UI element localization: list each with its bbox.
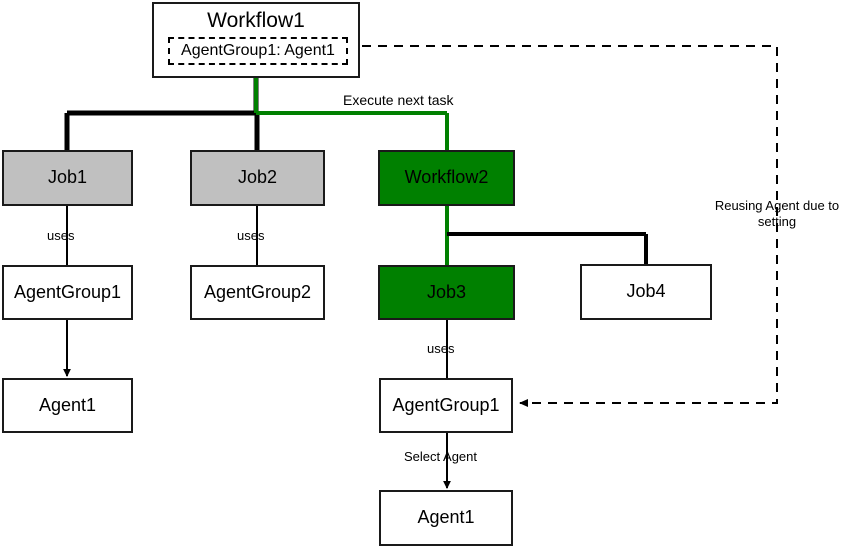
node-agentgroup1-center[interactable]: AgentGroup1 bbox=[379, 378, 513, 433]
node-job2-label: Job2 bbox=[237, 167, 278, 188]
edge-label-select-agent: Select Agent bbox=[404, 449, 477, 464]
note-reusing-agent: Reusing Agent due to setting bbox=[714, 198, 840, 230]
node-job4[interactable]: Job4 bbox=[580, 264, 712, 320]
node-agentgroup1-left-label: AgentGroup1 bbox=[13, 281, 122, 302]
edge-label-uses-job1: uses bbox=[47, 228, 75, 243]
edge-label-execute-next-task: Execute next task bbox=[343, 92, 454, 108]
node-workflow2[interactable]: Workflow2 bbox=[378, 150, 515, 206]
edge-reuse-dashed bbox=[362, 45, 778, 407]
node-job3[interactable]: Job3 bbox=[378, 265, 515, 320]
node-agent1-center[interactable]: Agent1 bbox=[379, 490, 513, 546]
node-workflow1-agent-binding: AgentGroup1: Agent1 bbox=[168, 37, 348, 65]
node-workflow1[interactable]: Workflow1 AgentGroup1: Agent1 bbox=[152, 2, 360, 78]
node-job4-label: Job4 bbox=[626, 281, 666, 302]
node-agentgroup2[interactable]: AgentGroup2 bbox=[190, 265, 325, 320]
edge-label-uses-job2: uses bbox=[237, 228, 265, 243]
node-agent1-left[interactable]: Agent1 bbox=[2, 378, 133, 433]
node-agentgroup2-label: AgentGroup2 bbox=[203, 281, 312, 302]
node-job3-label: Job3 bbox=[426, 281, 467, 302]
node-job1[interactable]: Job1 bbox=[2, 150, 133, 206]
node-agentgroup1-left[interactable]: AgentGroup1 bbox=[2, 265, 133, 320]
node-agentgroup1-center-label: AgentGroup1 bbox=[392, 394, 500, 415]
edge-label-uses-job3: uses bbox=[427, 341, 455, 356]
node-workflow1-label: Workflow1 bbox=[207, 9, 305, 32]
node-job2[interactable]: Job2 bbox=[190, 150, 325, 206]
node-agent1-center-label: Agent1 bbox=[417, 507, 475, 528]
node-job1-label: Job1 bbox=[47, 167, 88, 188]
node-workflow2-label: Workflow2 bbox=[404, 167, 489, 188]
node-agent1-left-label: Agent1 bbox=[38, 394, 97, 415]
